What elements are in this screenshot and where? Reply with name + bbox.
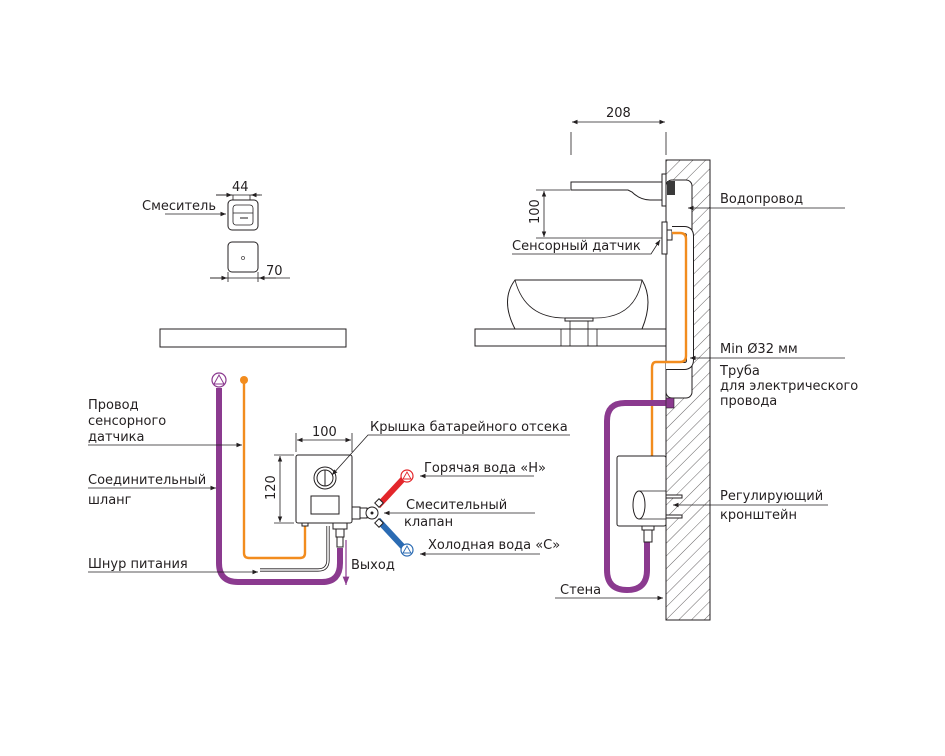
front-view: 100 120 Провод сенсорного датчи — [88, 328, 570, 585]
cold-water-label: Холодная вода «С» — [428, 538, 560, 553]
battery-cover-leader — [331, 434, 570, 476]
dim-spout-length: 208 — [570, 106, 667, 155]
sensor-wire-label-1: Провод — [88, 398, 139, 413]
connecting-hose — [216, 388, 343, 585]
wall-label: Стена — [560, 583, 601, 598]
dim-120-label: 120 — [264, 475, 279, 500]
bracket-label-2: кронштейн — [720, 508, 797, 523]
sensor-glyph: o — [241, 254, 245, 262]
power-cord — [260, 526, 330, 572]
min-diameter-label: Min Ø32 мм — [720, 342, 798, 357]
side-view: 208 100 — [474, 106, 858, 621]
dim-100-label: 100 — [312, 425, 337, 440]
mixer-label: Смеситель — [142, 199, 216, 214]
mixing-valve-label-1: Смесительный — [406, 498, 507, 513]
mixing-valve-label-2: клапан — [404, 515, 453, 530]
conduit-label-1: Труба — [719, 364, 760, 379]
sensor-wire — [242, 382, 307, 560]
dim-70-label: 70 — [266, 264, 283, 279]
battery-cover-label: Крышка батарейного отсека — [370, 420, 568, 435]
connecting-hose-side — [604, 400, 666, 594]
dim-box-width: 100 — [295, 425, 353, 452]
basin — [474, 279, 667, 347]
hose-label-2: шланг — [88, 493, 132, 508]
sensor-wire-label-2: сенсорного — [88, 414, 166, 429]
outlet-label: Выход — [351, 558, 395, 573]
sensor-top: o — [227, 241, 259, 273]
sensor-unit — [661, 221, 668, 255]
dim-mixer-width: 44 — [216, 180, 262, 215]
sensor-wire-end — [240, 376, 248, 384]
top-view: 44 Смеситель o 70 — [142, 180, 290, 282]
conduit-label-3: провода — [720, 394, 777, 409]
dim-100-side-label: 100 — [528, 199, 543, 224]
countertop-side — [474, 328, 667, 347]
mixer-top — [227, 199, 259, 231]
dim-sensor-width: 70 — [210, 264, 290, 282]
sensor-leader — [512, 239, 661, 255]
dim-208-label: 208 — [606, 106, 631, 121]
hose-label-1: Соединительный — [88, 473, 206, 488]
mixing-valve — [359, 469, 414, 557]
dim-spout-height: 100 — [528, 189, 662, 239]
hose-end-symbol — [211, 372, 227, 388]
sensor-wire-label-3: датчика — [88, 430, 144, 445]
countertop-front — [159, 328, 347, 348]
hot-water-label: Горячая вода «Н» — [424, 461, 546, 476]
conduit-label-2: для электрического — [720, 379, 858, 394]
water-pipe-label: Водопровод — [720, 192, 803, 207]
dim-44-label: 44 — [232, 180, 249, 195]
sensor-label: Сенсорный датчик — [512, 239, 641, 254]
spout — [570, 173, 675, 207]
dim-box-height: 120 — [264, 454, 294, 524]
bracket-label-1: Регулирующий — [720, 489, 823, 504]
sensor-wire-side — [650, 231, 688, 460]
control-box — [295, 454, 361, 548]
power-cord-label: Шнур питания — [88, 557, 188, 572]
control-box-side — [616, 455, 683, 543]
